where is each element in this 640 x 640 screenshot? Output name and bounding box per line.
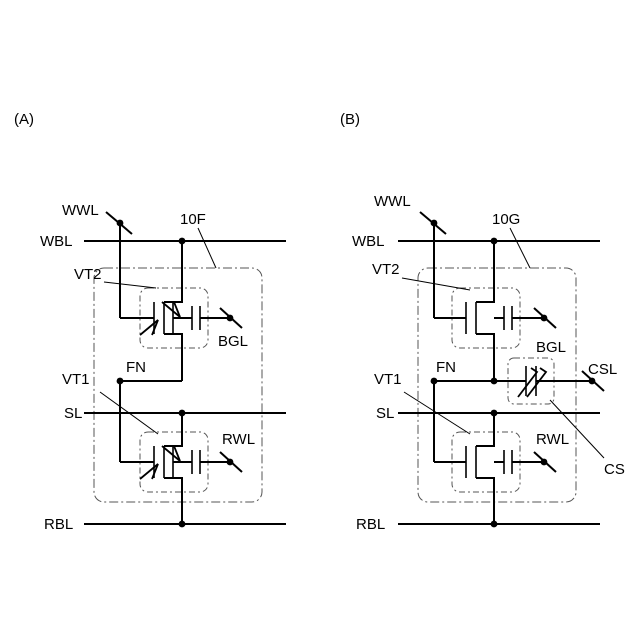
floating-node-label: FN <box>126 359 146 376</box>
memory-cell-leader <box>198 228 216 268</box>
back-gate-line-label: BGL <box>218 333 248 350</box>
memory-cell-leader <box>510 228 530 268</box>
capacitor-label: CS <box>604 461 625 478</box>
source-line-label: SL <box>376 405 394 422</box>
write-bit-junction <box>491 238 498 245</box>
capacitor-leader <box>550 400 604 458</box>
read-bit-junction <box>179 521 186 528</box>
back-gate-line-label: BGL <box>536 339 566 356</box>
floating-node-label: FN <box>436 359 456 376</box>
memory-cell-label: 10F <box>180 211 206 228</box>
memory-cell-outline <box>418 268 576 502</box>
source-line-label: SL <box>64 405 82 422</box>
write-word-line-label: WWL <box>62 202 99 219</box>
read-bit-line-label: RBL <box>44 516 73 533</box>
panel-b-tag: (B) <box>340 111 360 128</box>
write-transistor-label: VT2 <box>372 261 400 278</box>
write-transistor-leader <box>402 278 470 290</box>
read-transistor <box>434 413 556 524</box>
write-bit-line-label: WBL <box>352 233 385 250</box>
floating-node-left <box>431 378 438 385</box>
memory-cell-label: 10G <box>492 211 520 228</box>
write-word-line-label: WWL <box>374 193 411 210</box>
read-transistor <box>120 413 242 524</box>
read-bit-junction <box>491 521 498 528</box>
panel-a-tag: (A) <box>14 111 34 128</box>
read-transistor-label: VT1 <box>374 371 402 388</box>
read-bit-line-label: RBL <box>356 516 385 533</box>
write-transistor-label: VT2 <box>74 266 102 283</box>
floating-node-wire <box>434 381 494 462</box>
write-bit-junction <box>179 238 186 245</box>
panel-a: (A) 10F WBL SL RBL WWL <box>14 111 286 533</box>
source-junction <box>491 410 498 417</box>
read-word-line-label: RWL <box>222 431 255 448</box>
write-bit-line-label: WBL <box>40 233 73 250</box>
source-junction <box>179 410 186 417</box>
floating-node <box>117 378 124 385</box>
capacitor-select-line-label: CSL <box>588 361 617 378</box>
panel-b: (B) 10G WBL SL RBL WWL VT2 <box>340 111 625 533</box>
read-transistor-label: VT1 <box>62 371 90 388</box>
write-transistor-leader <box>104 282 156 288</box>
read-word-line-label: RWL <box>536 431 569 448</box>
